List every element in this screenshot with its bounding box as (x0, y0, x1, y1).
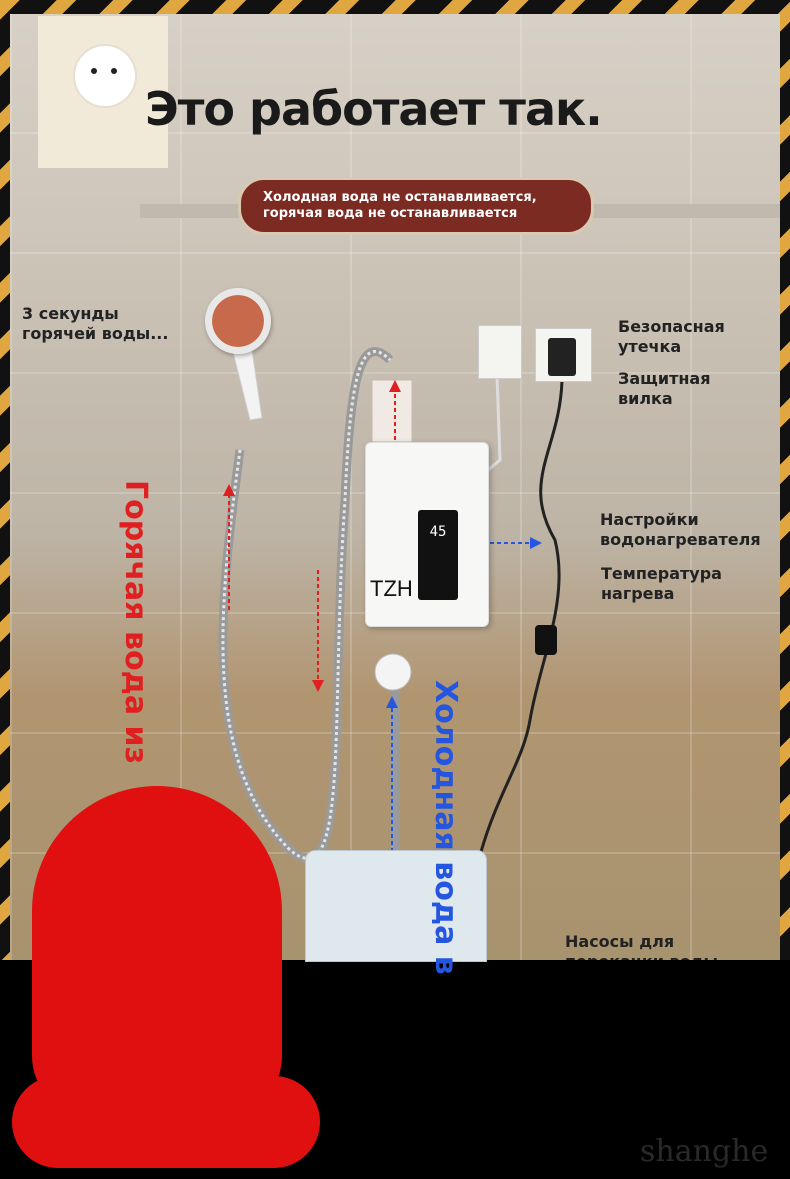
label-heater-settings: Настройки водонагревателя (600, 510, 790, 550)
hot-arrow-head (312, 680, 324, 692)
info-banner: Холодная вода не останавливается, горяча… (238, 177, 594, 235)
watermark: shanghe (640, 1134, 769, 1169)
inline-switch (535, 625, 557, 655)
hot-arrow-head (223, 484, 235, 496)
red-decorative-block (32, 786, 282, 1116)
vlabel-cold-water-in: Холодная вода в (428, 680, 463, 975)
label-line: Температура (601, 564, 722, 583)
label-line: утечка (618, 337, 682, 356)
label-heating-temperature: Температура нагрева (601, 564, 722, 604)
shower-hose-shine (221, 350, 392, 860)
label-line: Насосы для (565, 932, 675, 951)
label-line: водонагревателя (600, 530, 761, 549)
label-line: горячей воды... (22, 324, 169, 343)
label-line: 3 секунды (22, 304, 119, 323)
vlabel-hot-water-out: Горячая вода из (118, 480, 153, 764)
label-line: нагрева (601, 584, 675, 603)
heater-control-panel: 45 (418, 510, 458, 600)
dog-logo (38, 16, 168, 168)
settings-arrow-head (530, 537, 542, 549)
cold-arrow-head (386, 696, 398, 708)
water-bucket (305, 850, 487, 962)
dog-face-icon (73, 44, 137, 108)
vlabel-line: Холодная (428, 680, 463, 851)
banner-line-2: горячая вода не останавливается (263, 206, 518, 221)
power-adapter-icon (548, 338, 576, 376)
label-line: вилка (618, 389, 673, 408)
hot-arrow-head (389, 380, 401, 392)
label-hot-seconds: 3 секунды горячей воды... (22, 304, 168, 344)
label-line: Настройки (600, 510, 699, 529)
shower-head (205, 288, 271, 354)
vlabel-line: вода из (118, 631, 153, 764)
temperature-display: 45 (429, 524, 447, 540)
label-line: Безопасная (618, 317, 725, 336)
inlet-valve (374, 653, 412, 691)
vlabel-line: вода в (428, 861, 463, 975)
label-line: Защитная (618, 369, 711, 388)
banner-line-1: Холодная вода не останавливается, (263, 190, 537, 205)
headline: Это работает так. (145, 82, 603, 136)
label-safe-leak: Безопасная утечка (618, 317, 725, 357)
label-pumps: Насосы для перекачки воды (565, 932, 718, 960)
dog-eye-icon (91, 68, 97, 74)
label-protective-plug: Защитная вилка (618, 369, 710, 409)
wall-outlet (478, 325, 522, 379)
outlet-cable (487, 374, 502, 472)
brand-text: TZH (370, 576, 413, 601)
red-decorative-base (12, 1076, 320, 1168)
label-line: перекачки воды (565, 952, 718, 960)
vlabel-line: Горячая (118, 480, 153, 621)
dog-eye-icon (111, 68, 117, 74)
